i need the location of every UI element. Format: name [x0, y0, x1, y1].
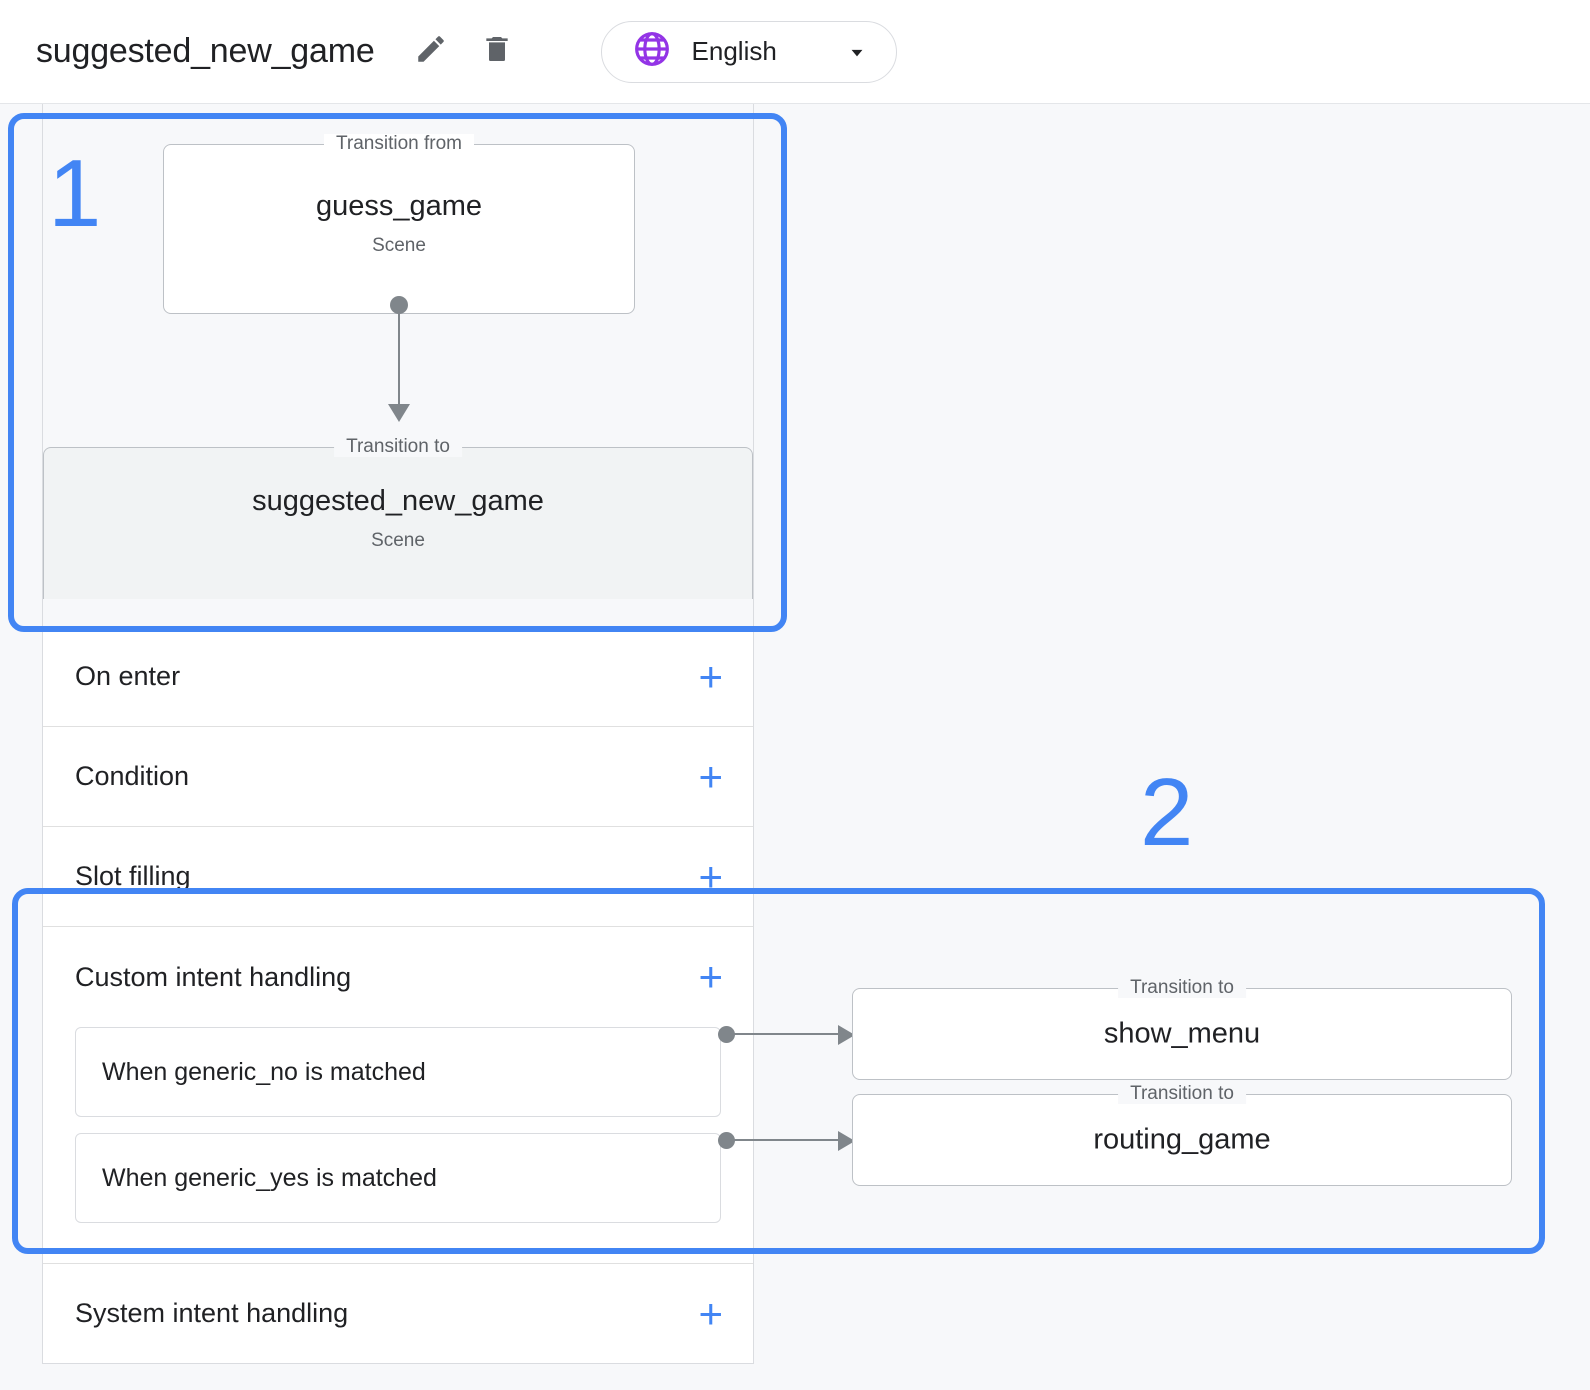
transition-graph: Transition from guess_game Scene Transit… [43, 104, 753, 626]
transition-to-subtitle: Scene [371, 529, 425, 551]
connector-arrowhead [838, 1131, 855, 1151]
transition-to-legend: Transition to [1118, 978, 1246, 998]
section-row-system-intent-handling[interactable]: System intent handling + [43, 1263, 753, 1363]
section-label-custom-intent-handling: Custom intent handling [75, 961, 352, 992]
section-label-system-intent-handling: System intent handling [75, 1298, 349, 1328]
section-row-on-enter[interactable]: On enter + [43, 626, 753, 726]
transition-to-title: suggested_new_game [252, 484, 544, 517]
globe-icon [632, 29, 672, 74]
section-custom-intent-handling: Custom intent handling + When generic_no… [43, 926, 753, 1263]
section-row-slot-filling[interactable]: Slot filling + [43, 826, 753, 926]
pencil-icon [414, 32, 448, 71]
transition-from-subtitle: Scene [372, 235, 426, 257]
edge-line-vertical [398, 304, 400, 414]
transition-to-node[interactable]: Transition to suggested_new_game Scene [43, 437, 753, 599]
intent-handler-label: When generic_no is matched [102, 1057, 426, 1086]
transition-from-node[interactable]: Transition from guess_game Scene [163, 134, 635, 314]
edge-arrowhead [388, 404, 410, 422]
edit-scene-button[interactable] [409, 30, 453, 74]
section-row-condition[interactable]: Condition + [43, 726, 753, 826]
add-on-enter-icon[interactable]: + [698, 652, 723, 700]
section-label-slot-filling: Slot filling [75, 861, 191, 891]
connector-line [726, 1139, 846, 1141]
transition-to-body: suggested_new_game Scene [44, 485, 752, 552]
add-system-intent-icon[interactable]: + [698, 1289, 723, 1337]
transition-target-routing-game[interactable]: Transition to routing_game [852, 1084, 1512, 1186]
intent-handler-row-generic-yes[interactable]: When generic_yes is matched [75, 1133, 721, 1223]
add-slot-filling-icon[interactable]: + [698, 852, 723, 900]
transition-from-body: guess_game Scene [164, 190, 634, 257]
connector-line [726, 1033, 846, 1035]
language-selector[interactable]: English [600, 20, 897, 83]
annotation-number-2: 2 [1140, 759, 1194, 866]
transition-to-legend: Transition to [334, 437, 462, 457]
delete-scene-button[interactable] [475, 30, 519, 74]
transition-target-title: show_menu [1103, 1017, 1261, 1050]
page-header: suggested_new_game [0, 0, 1590, 104]
transition-target-show-menu[interactable]: Transition to show_menu [852, 978, 1512, 1080]
section-label-on-enter: On enter [75, 661, 181, 691]
add-condition-icon[interactable]: + [698, 752, 723, 800]
connector-arrowhead [838, 1025, 855, 1045]
transition-to-legend: Transition to [1118, 1084, 1246, 1104]
intent-handler-row-generic-no[interactable]: When generic_no is matched [75, 1027, 721, 1117]
section-row-custom-intent-handling[interactable]: Custom intent handling + [43, 927, 753, 1027]
page-title: suggested_new_game [36, 32, 375, 70]
add-custom-intent-icon[interactable]: + [698, 953, 723, 1000]
transition-from-legend: Transition from [324, 134, 474, 154]
scene-detail-panel: Transition from guess_game Scene Transit… [42, 104, 754, 1364]
section-label-condition: Condition [75, 761, 190, 791]
transition-target-title: routing_game [1093, 1123, 1271, 1156]
transition-from-title: guess_game [315, 190, 483, 223]
language-label: English [691, 36, 777, 66]
trash-icon [481, 32, 513, 71]
chevron-down-icon[interactable] [804, 39, 870, 65]
intent-handler-label: When generic_yes is matched [102, 1163, 437, 1192]
